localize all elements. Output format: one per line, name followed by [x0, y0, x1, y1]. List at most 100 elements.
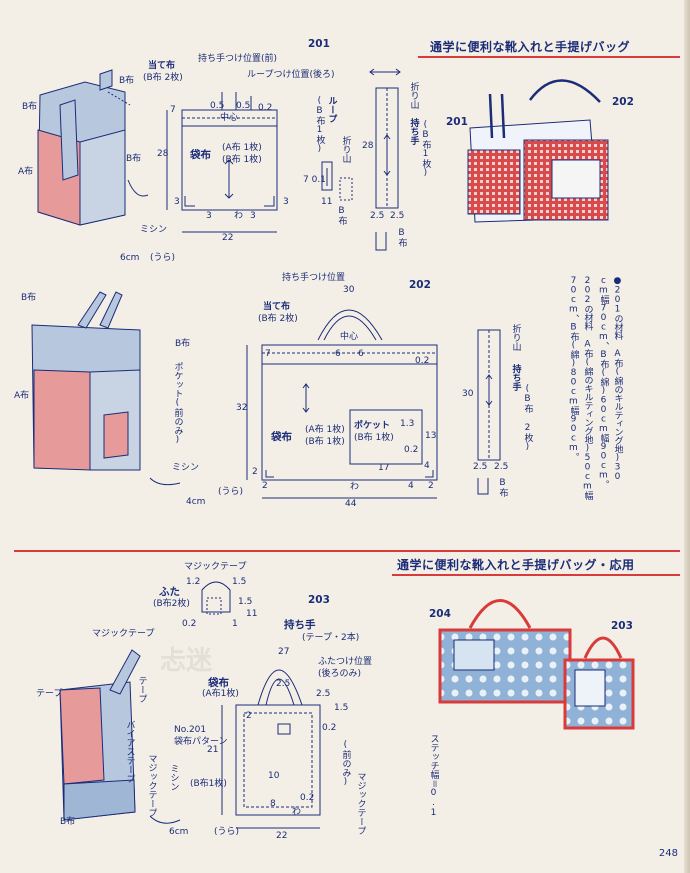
section-header-2: 通学に便利な靴入れと手提げバッグ・応用	[397, 558, 635, 572]
materials-201-cont: cm幅70cm、B布(綿)60cm幅90cm。	[598, 276, 609, 489]
dim-11: 11	[246, 609, 258, 619]
label-wrong-side: (うら)	[218, 487, 244, 497]
label-sewing: ミシン	[140, 225, 168, 235]
label-b-fabric: B布	[60, 817, 76, 827]
illustration-202-bag	[31, 291, 181, 486]
label-velcro-2: マジックテープ	[92, 629, 155, 639]
label-handle-position: 持ち手つけ位置(前)	[198, 54, 278, 64]
label-wrong-side: (うら)	[150, 253, 176, 263]
pattern-201-main	[166, 92, 278, 233]
label-a-fabric-1: (A布1枚)	[202, 689, 239, 699]
dim-4-b: 4	[408, 481, 414, 491]
dim-21: 21	[207, 745, 219, 755]
watermark-logo: 忐迷	[160, 646, 213, 676]
label-loop: ループ	[326, 96, 337, 123]
label-tape-2: テープ	[136, 676, 147, 703]
project-number-203: 203	[308, 594, 330, 606]
label-handle: 持ち手	[408, 118, 419, 145]
pattern-202-handle	[477, 329, 501, 495]
label-no201: No.201	[174, 725, 207, 735]
label-b-fabric-1: (B布1枚)	[190, 779, 227, 789]
pattern-202-main	[246, 309, 438, 499]
dim-32: 32	[236, 403, 248, 413]
label-a-fabric: A布	[18, 167, 34, 177]
label-back-only: (後ろのみ)	[318, 669, 362, 679]
dim-1-5: 1.5	[334, 703, 349, 713]
dim-30-handle: 30	[462, 389, 474, 399]
dim-0-5-b: 0.5	[236, 101, 251, 111]
dim-0-2-c: 0.2	[300, 793, 315, 803]
dim-28: 28	[157, 149, 169, 159]
illustration-203-bag	[59, 649, 181, 824]
label-stitch-width: ステッチ幅＝0.1	[428, 734, 439, 818]
section-rule-2b	[392, 574, 680, 576]
dim-0-2-pocket: 0.2	[404, 445, 419, 455]
label-loop-position: ループつけ位置(後ろ)	[247, 70, 335, 80]
label-bag-body: 袋布	[190, 149, 211, 161]
page-number: 248	[658, 848, 678, 859]
project-number-201: 201	[308, 38, 330, 50]
dim-44: 44	[345, 499, 357, 509]
dim-17: 17	[378, 463, 390, 473]
label-b-fabric: B布	[126, 154, 142, 164]
dim-1-2: 1.2	[186, 577, 201, 587]
label-center: 中心	[340, 332, 359, 342]
project-number-202: 202	[409, 279, 431, 291]
page-spine	[684, 0, 690, 873]
dim-22: 22	[222, 233, 234, 243]
label-handle-position: 持ち手つけ位置	[282, 273, 346, 283]
label-b-fabric-3: B布	[497, 478, 508, 497]
dim-1-5-a: 1.5	[232, 577, 247, 587]
dim-6-a: 6	[335, 349, 341, 359]
label-flap-position: ふたつけ位置	[318, 657, 373, 667]
label-b-fabric-count: (B布 1枚)	[305, 437, 345, 447]
label-facing-count: (B布 2枚)	[258, 314, 298, 324]
label-b-fabric-2pcs: (B布 2枚)	[522, 384, 533, 452]
dim-3-bottom-left: 3	[206, 211, 212, 221]
label-velcro-4: マジックテープ	[146, 754, 157, 817]
dim-1-3: 1.3	[400, 419, 415, 429]
label-velcro-3: マジックテープ	[355, 772, 366, 835]
label-bag-pattern: 袋布パターン	[174, 737, 228, 747]
materials-202: 202の材料 A布(綿のキルティング地)50cm幅	[582, 276, 593, 500]
dim-2-5-a: 2.5	[473, 462, 488, 472]
label-handle: 持ち手	[510, 364, 521, 391]
finished-number-202: 202	[612, 96, 634, 108]
label-pocket: ポケット	[354, 421, 391, 431]
label-facing-count: (B布 2枚)	[143, 73, 183, 83]
illustration-201-202-finished	[467, 79, 609, 223]
section-rule-1	[418, 56, 680, 58]
dim-3-bottom-right: 3	[250, 211, 256, 221]
illustration-201-bag	[37, 69, 149, 226]
finished-number-204: 204	[429, 608, 451, 620]
label-gusset: わ	[234, 211, 244, 221]
label-b-fabric-3: B布	[396, 228, 407, 247]
dim-2-5-a: 2.5	[276, 679, 291, 689]
label-gusset: わ	[292, 807, 302, 817]
label-b-fabric: B布	[119, 76, 135, 86]
label-fold: 折り山	[510, 324, 521, 351]
pattern-201-handle	[369, 68, 401, 251]
label-b-fabric-1: (B布1枚)	[314, 96, 325, 154]
label-fold-2: 折り山	[408, 82, 419, 109]
label-flap: ふた	[159, 586, 180, 598]
label-6cm: 6cm	[169, 827, 189, 837]
section-header-1: 通学に便利な靴入れと手提げバッグ	[430, 40, 631, 54]
dim-2-5-b: 2.5	[316, 689, 331, 699]
label-tape: テープ	[36, 689, 63, 699]
dim-2-5-b: 2.5	[390, 211, 405, 221]
finished-number-201: 201	[446, 116, 468, 128]
label-bag-body: 袋布	[208, 677, 229, 689]
dim-3-right: 3	[283, 197, 289, 207]
label-fold-1: 折り山	[340, 136, 351, 163]
label-center: 中心	[220, 113, 239, 123]
pattern-201-loop	[321, 161, 353, 201]
dim-2-b: 2	[262, 481, 268, 491]
label-bias-tape: バイアステープ	[124, 720, 135, 783]
dim-2-c: 2	[428, 481, 434, 491]
dim-7: 7	[265, 349, 271, 359]
label-flap-count: (B布2枚)	[153, 599, 190, 609]
label-4cm: 4cm	[186, 497, 206, 507]
